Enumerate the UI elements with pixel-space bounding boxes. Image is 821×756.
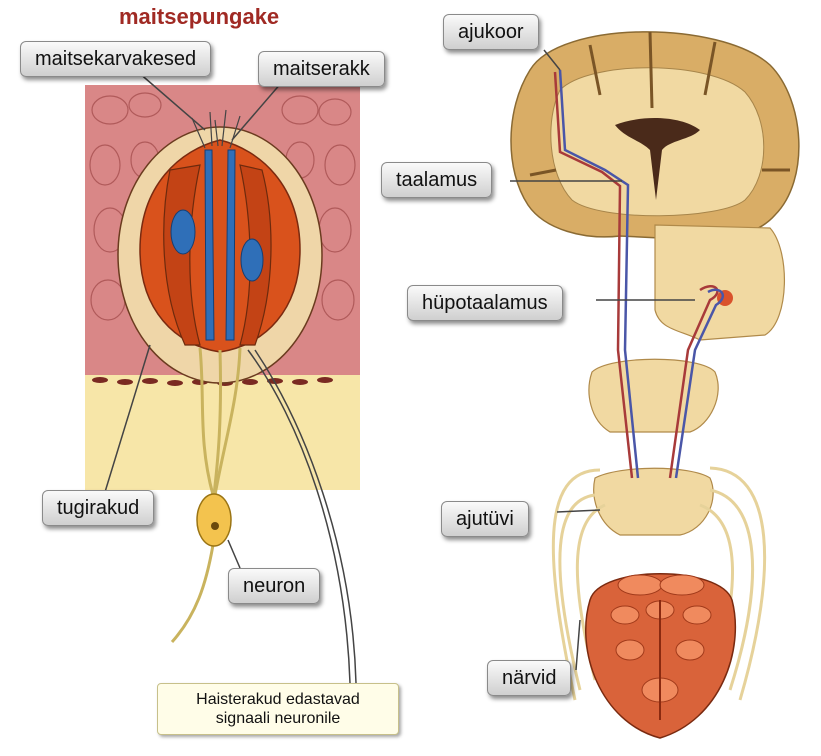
medulla bbox=[593, 467, 714, 536]
leader-lines-left bbox=[104, 71, 357, 684]
label-maitserakk: maitserakk bbox=[258, 51, 385, 87]
label-ajukoor: ajukoor bbox=[443, 14, 539, 50]
caption-line-1: Haisterakud edastavad bbox=[196, 691, 360, 708]
taste-bud-illustration bbox=[85, 71, 360, 684]
cell-nuclei bbox=[170, 149, 264, 341]
taste-hairs bbox=[191, 109, 241, 149]
diagram-title: maitsepungake bbox=[119, 4, 280, 29]
label-ajutuvi: ajutüvi bbox=[441, 501, 529, 537]
label-taalamus: taalamus bbox=[381, 162, 493, 198]
leader-lines-right bbox=[510, 49, 695, 671]
neuron-body bbox=[196, 493, 232, 547]
label-hupotaalamus: hüpotaalamus bbox=[407, 285, 563, 321]
gustatory-tracts bbox=[553, 69, 725, 479]
diencephalon bbox=[654, 224, 785, 341]
caption-note: Haisterakud edastavad signaali neuronile bbox=[157, 683, 399, 735]
label-neuron: neuron bbox=[228, 568, 321, 604]
midbrain bbox=[588, 358, 719, 433]
taste-cells bbox=[163, 164, 272, 346]
neuron-nucleus bbox=[211, 522, 219, 530]
sulci bbox=[529, 31, 790, 177]
label-narvid: närvid bbox=[487, 660, 572, 696]
label-tugirakud: tugirakud bbox=[42, 490, 155, 526]
tongue-papillae bbox=[610, 574, 712, 703]
label-maitsekarvakesed: maitsekarvakesed bbox=[20, 41, 212, 77]
nerve-fibers bbox=[170, 347, 242, 643]
caption-line-2: signaali neuronile bbox=[215, 710, 341, 727]
ventricle bbox=[615, 118, 700, 200]
brain-pathway-illustration bbox=[510, 31, 800, 739]
